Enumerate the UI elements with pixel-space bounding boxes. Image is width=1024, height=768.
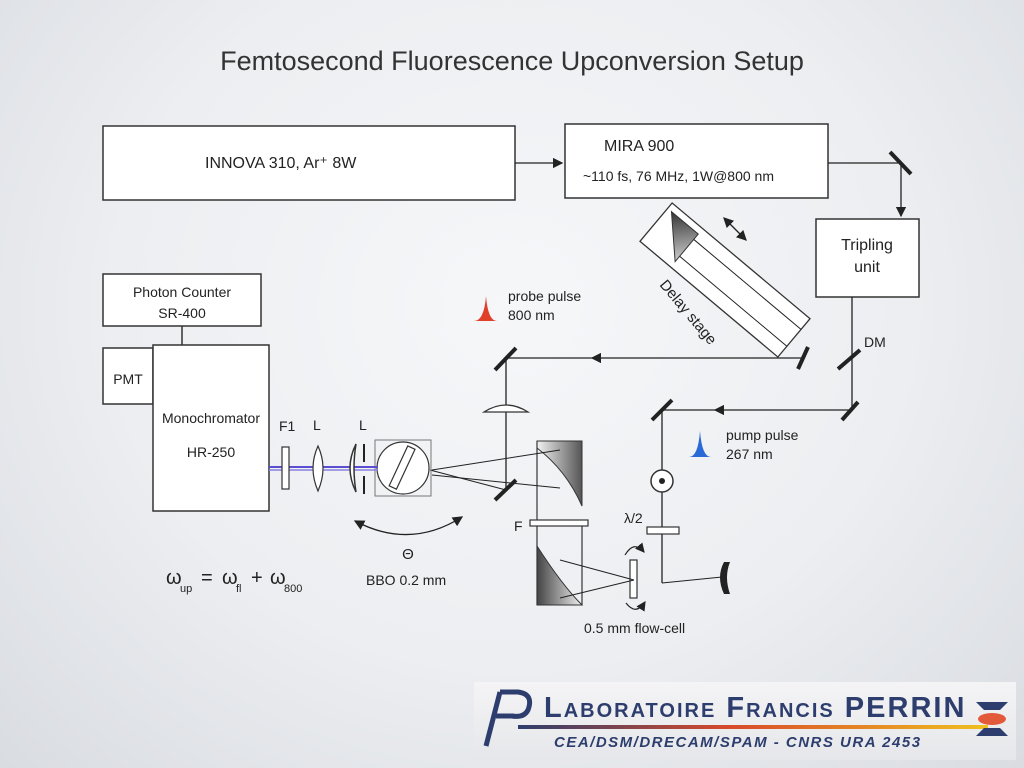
pump-pulse-label-1: pump pulse xyxy=(726,427,799,443)
probe-pulse-label-2: 800 nm xyxy=(508,307,555,323)
flow-cell-rotation-top xyxy=(624,542,645,556)
probe-pulse-label-1: probe pulse xyxy=(508,288,581,304)
eq-sub-800: 800 xyxy=(284,583,302,595)
monochromator-model: HR-250 xyxy=(187,444,235,460)
eq-sub-fl: fl xyxy=(236,583,242,595)
delay-stage-motion-arrow xyxy=(723,217,747,241)
probe-pulse-icon xyxy=(474,296,497,321)
mira-spec: ~110 fs, 76 MHz, 1W@800 nm xyxy=(583,168,774,184)
eq-omega-up: ω xyxy=(166,567,182,589)
filter-label: F xyxy=(514,518,523,534)
lab-affiliation: CEA/DSM/DRECAM/SPAM - CNRS URA 2453 xyxy=(554,734,922,751)
flow-cell-rotation-bottom xyxy=(625,600,646,612)
monochromator-box: Monochromator HR-250 xyxy=(152,344,270,512)
bbo-label: BBO 0.2 mm xyxy=(366,572,446,588)
pmt-box: PMT xyxy=(102,347,154,405)
delay-stage xyxy=(639,202,811,358)
tripling-label-1: Tripling xyxy=(841,237,893,254)
filter-f1 xyxy=(281,446,290,490)
mira-laser-box: MIRA 900 ~110 fs, 76 MHz, 1W@800 nm xyxy=(564,123,829,199)
bbo-rotation-arrow xyxy=(353,516,464,536)
mira-name: MIRA 900 xyxy=(604,138,674,155)
probe-focusing-lens xyxy=(481,404,531,413)
upper-parabolic-mirror xyxy=(536,440,583,507)
eq-plus: + xyxy=(251,567,263,589)
photon-counter-label-1: Photon Counter xyxy=(133,284,231,300)
lens-l1-label: L xyxy=(313,417,321,433)
bbo-crystal-mount xyxy=(374,439,432,497)
tripling-label-2: unit xyxy=(854,259,880,276)
half-wave-plate xyxy=(646,526,680,535)
half-wave-label: λ/2 xyxy=(624,510,643,526)
eq-omega-fl: ω xyxy=(222,567,238,589)
pump-concave-mirror xyxy=(720,562,730,594)
lab-emblem-icon xyxy=(976,702,1008,736)
filter-f1-label: F1 xyxy=(279,418,296,434)
pump-pulse-label-2: 267 nm xyxy=(726,446,773,462)
upconversion-equation: ω up = ω fl + ω 800 xyxy=(166,567,302,595)
lab-logo-banner: Laboratoire Francis PERRIN CEA/DSM/DRECA… xyxy=(474,682,1016,760)
lens-l2-label: L xyxy=(359,417,367,433)
mirror-pump-right xyxy=(840,400,860,422)
filter-f xyxy=(529,519,589,527)
lower-parabolic-mirror xyxy=(536,544,584,606)
flow-cell-label: 0.5 mm flow-cell xyxy=(584,620,685,636)
lab-monogram-icon xyxy=(483,689,533,747)
lab-logo-gradient-line xyxy=(518,725,988,729)
innova-label: INNOVA 310, Ar⁺ 8W xyxy=(205,155,357,172)
innova-laser-box: INNOVA 310, Ar⁺ 8W xyxy=(102,125,516,201)
tripling-unit-box: Tripling unit xyxy=(815,218,920,298)
lab-name: Laboratoire Francis PERRIN xyxy=(544,692,967,724)
photon-counter-label-2: SR-400 xyxy=(158,305,206,321)
pump-pulse-icon xyxy=(689,431,711,457)
eq-omega-800: ω xyxy=(270,567,286,589)
monochromator-label: Monochromator xyxy=(162,410,260,426)
photon-counter-box: Photon Counter SR-400 xyxy=(102,273,262,327)
slide-title: Femtosecond Fluorescence Upconversion Se… xyxy=(220,46,804,76)
eq-equals: = xyxy=(201,567,213,589)
pmt-label: PMT xyxy=(113,371,143,387)
dichroic-mirror xyxy=(836,348,862,371)
lens-l2 xyxy=(349,443,357,493)
theta-label: Θ xyxy=(402,546,414,563)
eq-sub-up: up xyxy=(180,583,192,595)
lens-l1 xyxy=(312,444,324,493)
dm-label: DM xyxy=(864,334,886,350)
